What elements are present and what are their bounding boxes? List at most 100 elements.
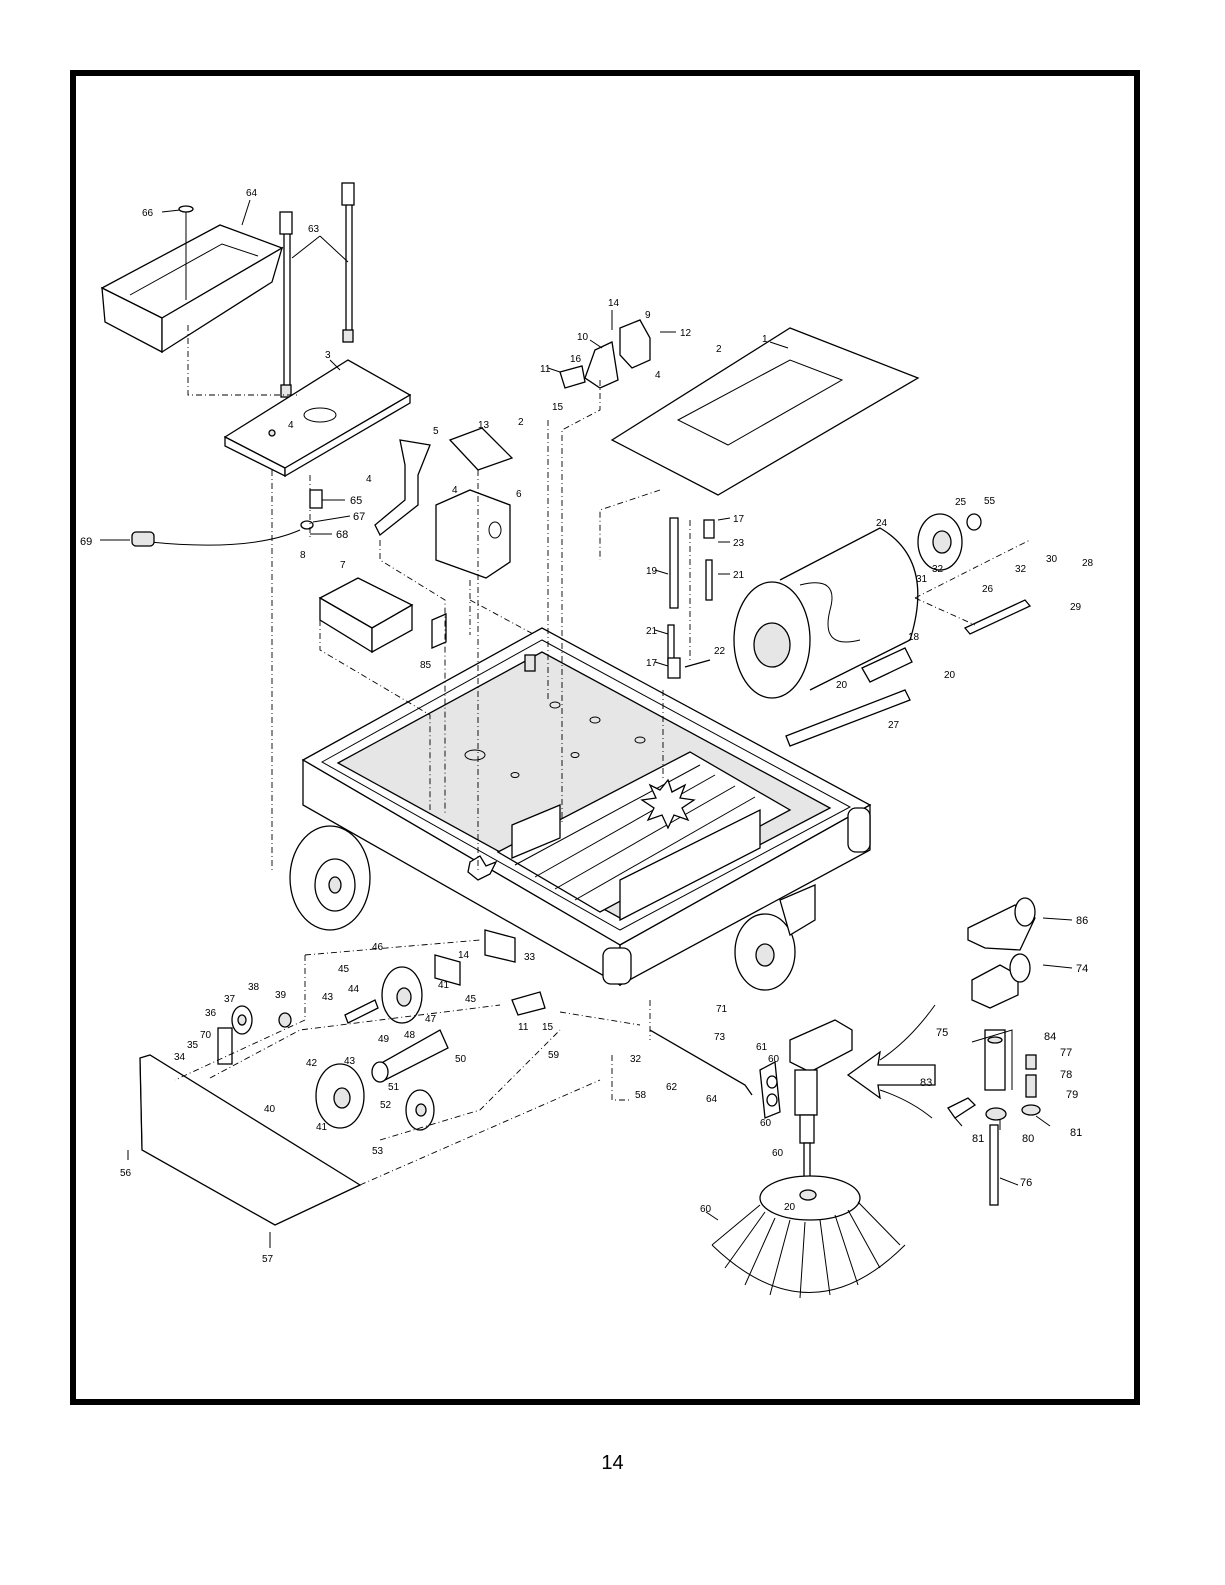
callout-16: 16 (570, 354, 582, 365)
callout-4b: 4 (366, 474, 372, 485)
callout-37: 37 (224, 994, 236, 1005)
callout-68: 66 (142, 208, 154, 219)
callout-60b: 60 (760, 1118, 772, 1129)
callout-29: 29 (1070, 602, 1082, 613)
callout-83: 83 (920, 1077, 932, 1089)
callout-11a: 11 (540, 364, 551, 375)
callout-21b: 21 (646, 626, 658, 637)
callout-45a: 45 (338, 964, 350, 975)
callout-74: 73 (714, 1032, 726, 1043)
callout-55b: 57 (262, 1254, 274, 1265)
cover-13 (448, 427, 514, 471)
callout-53: 53 (372, 1146, 384, 1157)
leader-lines (100, 199, 1073, 1248)
direction-arrow (846, 1004, 936, 1119)
callout-73: 70 (200, 1030, 212, 1041)
callout-32a: 32 (932, 564, 944, 575)
hose-assembly (131, 489, 323, 547)
callout-76: 75 (936, 1027, 948, 1039)
assembly-lines (174, 325, 1031, 1186)
callout-84: 84 (1044, 1031, 1056, 1043)
callout-55a: 56 (120, 1168, 132, 1179)
callout-59: 60 (772, 1148, 784, 1159)
callout-5: 5 (433, 426, 439, 437)
callout-65: 63 (308, 224, 320, 235)
callout-15a: 15 (552, 402, 564, 413)
callout-63: 71 (716, 1004, 728, 1015)
callout-19: 19 (646, 566, 658, 577)
pulley-42 (315, 1063, 365, 1129)
detail-78-81 (985, 1054, 1041, 1121)
bracket-10 (559, 341, 619, 389)
broom-motor-mount (789, 1019, 853, 1184)
callout-40: 40 (264, 1104, 276, 1115)
callout-8: 8 (300, 550, 306, 561)
callout-2b: 2 (716, 344, 722, 355)
callout-12: 12 (680, 328, 692, 339)
callout-2a: 2 (518, 417, 524, 428)
callout-77: 76 (1020, 1177, 1032, 1189)
callout-6: 6 (516, 489, 522, 500)
spring-39 (278, 1012, 292, 1028)
callout-57: 59 (548, 1050, 560, 1061)
callout-81a: 80 (1022, 1133, 1034, 1145)
callout-4d: 4 (655, 370, 661, 381)
main-frame (301, 627, 872, 987)
hopper-straps (279, 182, 355, 398)
callout-33: 33 (524, 952, 536, 963)
callout-11b: 11 (518, 1022, 529, 1033)
callout-39: 39 (275, 990, 287, 1001)
callout-30: 30 (1046, 554, 1058, 565)
callout-26: 26 (982, 584, 994, 595)
callout-58: 60 (700, 1204, 712, 1215)
callout-43a: 43 (322, 992, 334, 1003)
callout-46: 46 (372, 942, 384, 953)
callout-13: 13 (478, 420, 490, 431)
callout-81b: 81 (1070, 1127, 1082, 1139)
callout-35a: 35 (187, 1040, 199, 1051)
main-roller (733, 527, 919, 699)
box-bracket-7 (318, 577, 414, 654)
bracket-5 (374, 439, 431, 537)
callout-70: 68 (336, 529, 348, 541)
bracket-9 (619, 319, 651, 369)
callout-36: 36 (205, 1008, 217, 1019)
callout-23: 23 (733, 538, 745, 549)
callout-48: 48 (404, 1030, 416, 1041)
exploded-parts-diagram: 66 64 63 3 4 69 65 67 68 4 5 13 2 4 6 8 … (80, 182, 1094, 1299)
detail-76 (971, 1029, 1013, 1091)
callout-17a: 17 (733, 514, 745, 525)
callout-32c: 32 (630, 1054, 642, 1065)
callout-38: 38 (248, 982, 260, 993)
callout-24: 24 (876, 518, 888, 529)
callout-64: 64 (706, 1094, 718, 1105)
plate-85 (431, 613, 447, 649)
callout-45b: 45 (465, 994, 477, 1005)
callout-4a: 4 (288, 420, 294, 431)
drive-pulley-25 (917, 513, 982, 571)
callout-22: 22 (714, 646, 726, 657)
callout-17b: 17 (646, 658, 658, 669)
callout-25: 25 (955, 497, 967, 508)
callout-62: 62 (666, 1082, 678, 1093)
lever-arm-26 (963, 599, 1032, 635)
callout-43b: 43 (344, 1056, 356, 1067)
callout-49: 49 (378, 1034, 390, 1045)
callout-15b: 15 (542, 1022, 554, 1033)
callout-41b: 41 (316, 1122, 328, 1133)
callout-3: 3 (325, 350, 331, 361)
callout-20c: 20 (784, 1202, 796, 1213)
shaft-44 (344, 999, 379, 1024)
callout-80: 79 (1066, 1089, 1078, 1101)
callout-79: 78 (1060, 1069, 1072, 1081)
plates-14-33 (434, 929, 546, 1016)
callout-numbers: 66 64 63 3 4 69 65 67 68 4 5 13 2 4 6 8 … (80, 188, 1094, 1265)
callout-71: 69 (80, 536, 92, 548)
callout-60a: 60 (768, 1054, 780, 1065)
callout-20b: 20 (944, 670, 956, 681)
callout-50: 50 (455, 1054, 467, 1065)
callout-10: 10 (577, 332, 589, 343)
callout-14a: 14 (608, 298, 620, 309)
top-cover-panel (610, 327, 920, 496)
corner-bumpers (602, 807, 871, 985)
